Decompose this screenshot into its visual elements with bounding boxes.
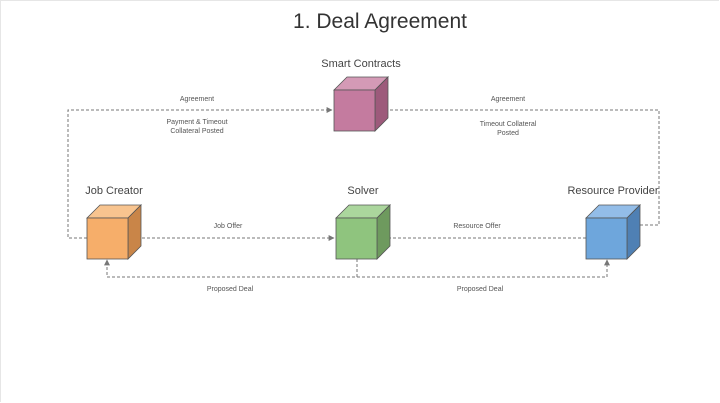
edge-label-proposed-deal-right: Proposed Deal [456, 286, 504, 293]
edge-label-resource-offer: Resource Offer [453, 223, 501, 230]
edge-label-proposed-deal-left: Proposed Deal [206, 286, 254, 293]
node-label-smart-contracts: Smart Contracts [321, 58, 401, 70]
solver-cube-icon [335, 204, 391, 260]
node-label-job-creator: Job Creator [85, 185, 143, 197]
edge-label-job-offer: Job Offer [213, 223, 243, 230]
edge-agreement-right [377, 107, 660, 226]
edge-label-timeout-collateral: Timeout Collateral Posted [479, 121, 537, 137]
edge-label-payment-collateral: Payment & Timeout Collateral Posted [166, 119, 228, 135]
edge-agreement-left [67, 107, 333, 239]
node-label-solver: Solver [347, 185, 379, 197]
node-label-resource-provider: Resource Provider [567, 185, 659, 197]
edge-label-agreement-right: Agreement [490, 96, 526, 103]
edge-proposed-deal-left [104, 259, 358, 278]
edge-proposed-deal-right [357, 259, 610, 278]
resource-provider-cube-icon [585, 204, 641, 260]
diagram-title: 1. Deal Agreement [293, 10, 467, 33]
job-creator-cube-icon [86, 204, 142, 260]
smart-contracts-cube-icon [333, 76, 389, 132]
edge-label-agreement-left: Agreement [179, 96, 215, 103]
